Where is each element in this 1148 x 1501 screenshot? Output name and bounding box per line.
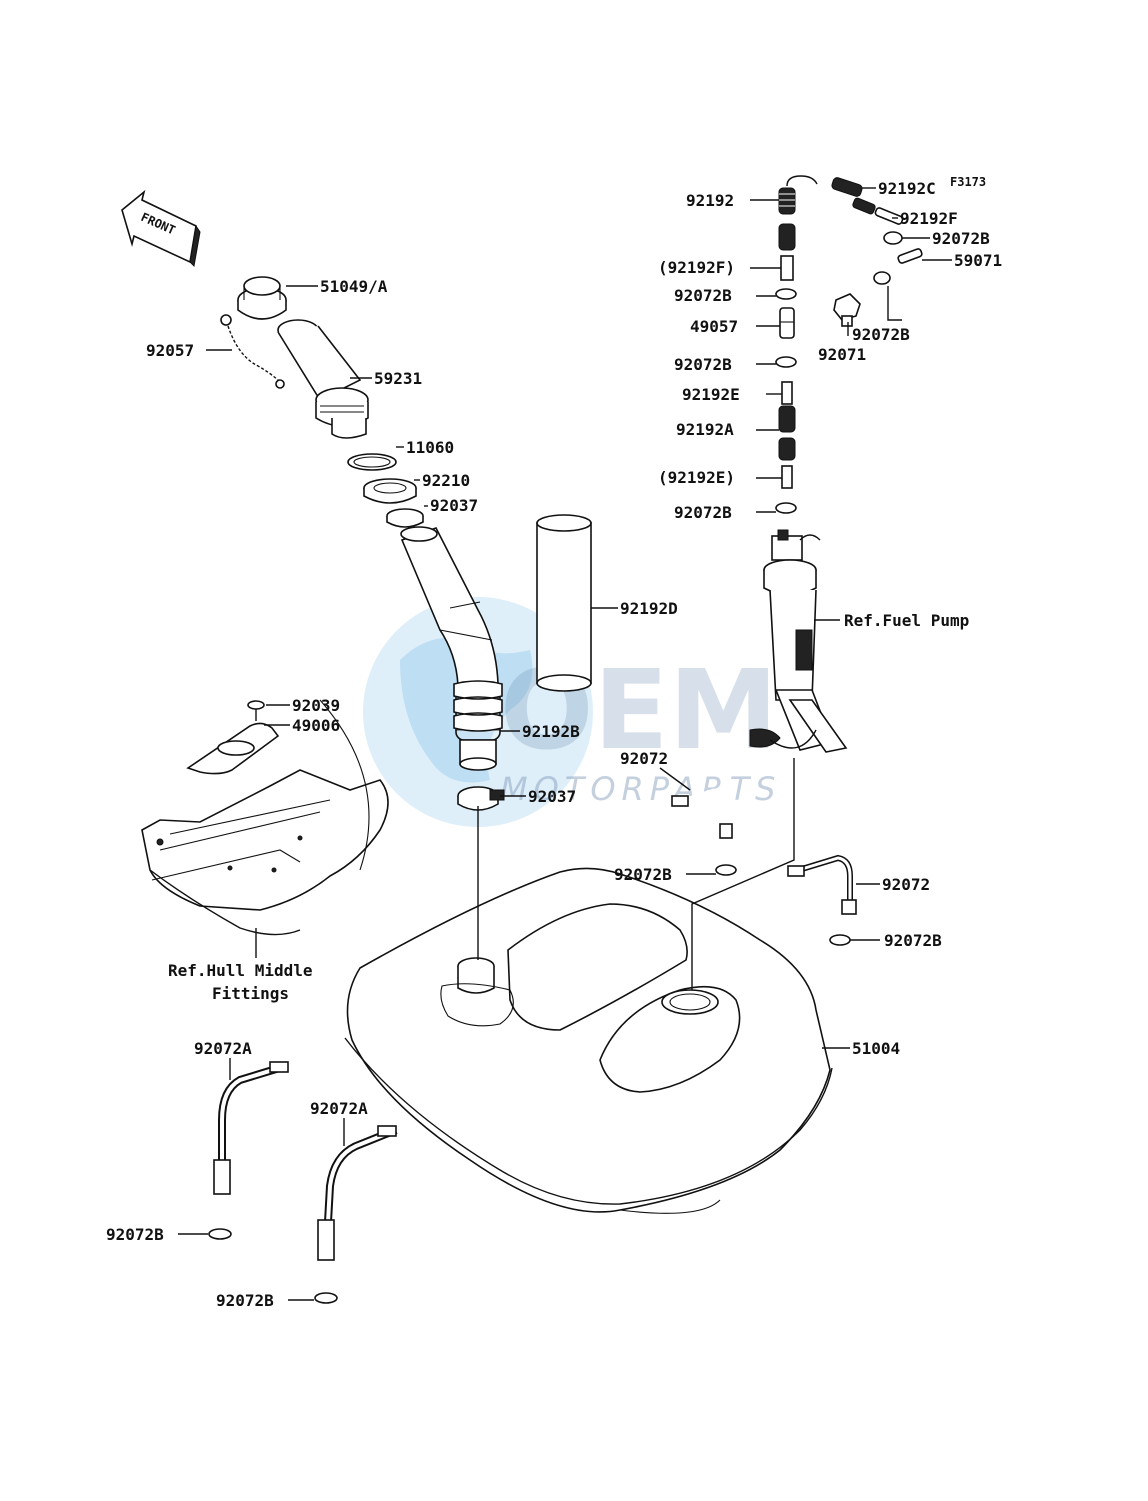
label-92192c: 92192C xyxy=(878,179,936,198)
label-92037-upper: 92037 xyxy=(430,496,478,515)
strap-92072a-left xyxy=(213,1061,289,1195)
label-92072-mid: 92072 xyxy=(620,749,668,768)
label-92039: 92039 xyxy=(292,696,340,715)
fuel-cap xyxy=(237,276,287,320)
label-92192e: 92192E xyxy=(682,385,740,404)
strap-92072a-mid xyxy=(317,1125,398,1261)
label-92192f-paren: (92192F) xyxy=(658,258,735,277)
leader-lines xyxy=(178,187,952,1301)
label-11060: 11060 xyxy=(406,438,454,457)
spring-92192 xyxy=(778,187,796,215)
label-ref-fuel-pump: Ref.Fuel Pump xyxy=(844,611,969,630)
strap-92072-right xyxy=(787,854,857,915)
tether xyxy=(220,314,285,389)
pin-92192f xyxy=(874,207,904,225)
part-labels: 51049/A 92057 59231 11060 92210 92037 92… xyxy=(106,179,1002,1310)
label-92037-lower: 92037 xyxy=(528,787,576,806)
fitting-59071 xyxy=(897,248,923,264)
clip-92072b-lowleft1 xyxy=(208,1228,232,1240)
label-92057: 92057 xyxy=(146,341,194,360)
vent-stack xyxy=(775,175,923,514)
label-92072b-lowright: 92072B xyxy=(884,931,942,950)
filler-hose xyxy=(400,526,503,771)
label-92072b-top: 92072B xyxy=(932,229,990,248)
clamp-upper xyxy=(386,508,424,528)
label-92072a-left: 92072A xyxy=(194,1039,252,1058)
label-ref-hull-2: Fittings xyxy=(212,984,289,1003)
label-92072b-1: 92072B xyxy=(674,286,732,305)
watermark-sub: MOTORPARTS xyxy=(500,770,781,808)
nut xyxy=(363,478,417,504)
clip-92072b-lowleft2 xyxy=(314,1292,338,1304)
hull-fittings xyxy=(141,699,389,936)
label-92072-right: 92072 xyxy=(882,875,930,894)
figure-code: F3173 xyxy=(950,175,986,189)
label-51004: 51004 xyxy=(852,1039,900,1058)
filler-neck xyxy=(277,319,369,439)
spring-92192c-2 xyxy=(852,197,876,215)
connector-49057 xyxy=(779,307,795,339)
label-92071: 92071 xyxy=(818,345,866,364)
clip-92072b-right xyxy=(873,271,891,285)
fuel-pump xyxy=(749,529,848,753)
label-49057: 49057 xyxy=(690,317,738,336)
label-92192: 92192 xyxy=(686,191,734,210)
clip-92072b-3 xyxy=(775,502,797,514)
spring-92192-2 xyxy=(778,223,796,251)
clip-92072b-lowright xyxy=(829,934,851,946)
strap-92072-mid xyxy=(671,788,733,839)
clip-92072b-top xyxy=(883,231,903,245)
plug-92071 xyxy=(833,293,861,327)
pin-92192e-paren xyxy=(781,465,793,489)
spring-92192c xyxy=(831,177,863,197)
label-59231: 59231 xyxy=(374,369,422,388)
bracket xyxy=(186,722,280,775)
label-49006: 49006 xyxy=(292,716,340,735)
label-92072b-lowleft2: 92072B xyxy=(216,1291,274,1310)
label-92210: 92210 xyxy=(422,471,470,490)
label-92192f: 92192F xyxy=(900,209,958,228)
clip-92072b-mid xyxy=(715,864,737,876)
label-92192a: 92192A xyxy=(676,420,734,439)
front-arrow: FRONT xyxy=(121,189,201,268)
cover-tube xyxy=(536,514,592,692)
label-92192e-paren: (92192E) xyxy=(658,468,735,487)
grommet xyxy=(247,700,265,721)
label-92072b-2: 92072B xyxy=(674,355,732,374)
label-ref-hull-1: Ref.Hull Middle xyxy=(168,961,313,980)
label-92072b-mid: 92072B xyxy=(614,865,672,884)
spring-92192a xyxy=(778,405,796,461)
label-92192d: 92192D xyxy=(620,599,678,618)
clip-92072b-2 xyxy=(775,356,797,368)
clamp-lower xyxy=(457,786,505,811)
label-92072a-mid: 92072A xyxy=(310,1099,368,1118)
label-59071: 59071 xyxy=(954,251,1002,270)
pin-92192f-paren xyxy=(780,255,794,281)
label-92192b: 92192B xyxy=(522,722,580,741)
label-92072b-3: 92072B xyxy=(674,503,732,522)
o-ring xyxy=(347,453,397,471)
label-51049a: 51049/A xyxy=(320,277,388,296)
pin-92192e xyxy=(781,381,793,405)
label-92072b-lowleft1: 92072B xyxy=(106,1225,164,1244)
fuel-tank xyxy=(344,867,833,1214)
clip-92072b-1 xyxy=(775,288,797,300)
label-92072b-right: 92072B xyxy=(852,325,910,344)
